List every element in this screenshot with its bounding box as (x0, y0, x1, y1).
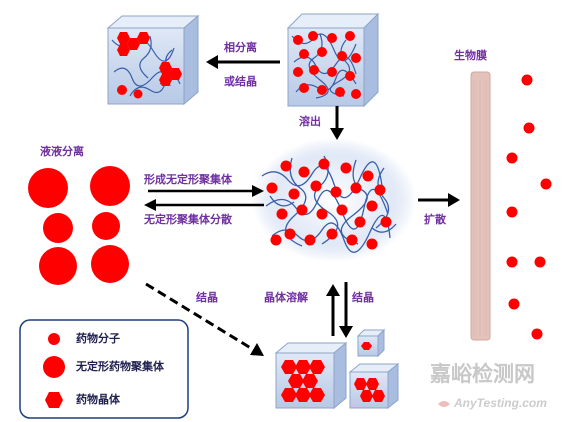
watermark-logo-icon (438, 401, 450, 407)
llps-droplets (28, 166, 130, 285)
crystal-cluster-topleft (117, 32, 182, 86)
label-dissolution: 溶出 (299, 115, 321, 128)
watermark-cn: 嘉峪检测网 (430, 362, 535, 386)
legend-large-circle-icon (43, 356, 65, 378)
label-llps: 液液分离 (40, 145, 84, 158)
label-diffusion: 扩散 (424, 213, 446, 226)
cube-phase-separated (106, 14, 200, 106)
crystal-cubes (274, 328, 400, 410)
label-crystallization-left: 结晶 (196, 291, 218, 304)
permeated-drug-molecules (506, 74, 552, 340)
legend-hexagon-icon (45, 392, 63, 408)
label-crystallization-right: 结晶 (352, 291, 374, 304)
solution-cloud (252, 138, 416, 262)
label-crystal-dissolve: 晶体溶解 (264, 291, 308, 304)
cube-amorphous-dispersion (286, 12, 380, 108)
biomembrane-bar (470, 71, 491, 341)
label-form-aggregates: 形成无定形聚集体 (144, 173, 232, 186)
legend-small-dot-icon (48, 333, 60, 345)
label-or-crystallize: 或结晶 (224, 75, 257, 88)
label-phase-separation: 相分离 (224, 41, 257, 54)
label-aggregates-dissociate: 无定形聚集体分散 (144, 213, 232, 226)
legend (19, 319, 189, 419)
legend-label-amorphous-aggregate: 无定形药物聚集体 (76, 360, 164, 373)
legend-label-drug-crystal: 药物晶体 (76, 393, 120, 406)
arrow-crystallization-dashed (145, 282, 255, 352)
legend-label-drug-molecule: 药物分子 (76, 332, 120, 345)
watermark-en: AnyTesting.com (454, 396, 547, 410)
label-biomembrane: 生物膜 (454, 49, 487, 62)
